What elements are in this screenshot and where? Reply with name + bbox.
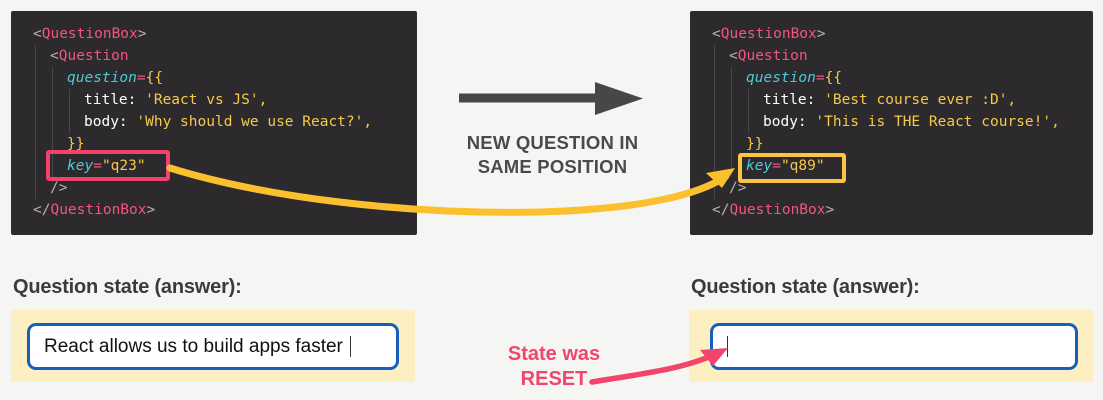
code-line: <Question xyxy=(11,45,417,67)
code-token: {{ xyxy=(824,70,843,86)
code-token: 'This is THE React course!', xyxy=(815,114,1060,130)
code-token: = xyxy=(136,70,146,86)
code-line: question={{ xyxy=(11,67,417,89)
code-token: < xyxy=(50,48,59,64)
code-token: key xyxy=(746,158,773,174)
code-token: > xyxy=(816,26,826,42)
code-line: </QuestionBox> xyxy=(690,199,1093,221)
code-token: key xyxy=(67,158,94,174)
code-line: /> xyxy=(11,177,417,199)
indent-guide xyxy=(35,45,36,199)
code-token: = xyxy=(93,158,102,174)
code-token: }} xyxy=(67,136,85,152)
right-arrow-icon xyxy=(459,82,643,115)
code-token: QuestionBox xyxy=(50,202,147,218)
code-line: body: 'Why should we use React?', xyxy=(11,111,417,133)
code-token: body: xyxy=(763,114,816,130)
code-token: title: xyxy=(84,92,146,108)
indent-guide xyxy=(69,89,70,133)
code-token: 'React vs JS', xyxy=(145,92,268,108)
reset-label-line1: State was xyxy=(507,343,601,365)
code-line: <Question xyxy=(690,45,1093,67)
transition-caption-line2: SAME POSITION xyxy=(477,156,628,177)
code-token: > xyxy=(825,202,835,218)
code-token: 'Why should we use React?', xyxy=(136,114,373,130)
code-token: < xyxy=(729,48,738,64)
code-token: </ xyxy=(33,202,51,218)
code-token: = xyxy=(772,158,781,174)
code-token: {{ xyxy=(145,70,164,86)
code-line: key="q23" xyxy=(11,155,417,177)
text-caret-after xyxy=(727,336,728,357)
answer-input-before[interactable]: React allows us to build apps faster xyxy=(27,323,399,370)
transition-caption-line1: NEW QUESTION IN xyxy=(466,132,639,153)
code-token: QuestionBox xyxy=(720,26,817,42)
code-token: QuestionBox xyxy=(729,202,826,218)
answer-text-before: React allows us to build apps faster xyxy=(44,335,343,357)
code-token: > xyxy=(146,202,156,218)
code-line: }} xyxy=(690,133,1093,155)
code-token: body: xyxy=(84,114,137,130)
code-line: body: 'This is THE React course!', xyxy=(690,111,1093,133)
key-highlight-after xyxy=(738,153,846,183)
code-token: </ xyxy=(712,202,730,218)
key-highlight-before xyxy=(46,150,170,181)
code-token: Question xyxy=(58,48,129,64)
code-token: question xyxy=(746,70,816,86)
indent-guide xyxy=(731,67,732,177)
code-line: <QuestionBox> xyxy=(11,23,417,45)
state-heading-after: Question state (answer): xyxy=(691,276,920,298)
indent-guide xyxy=(714,45,715,199)
code-line: </QuestionBox> xyxy=(11,199,417,221)
code-token: "q23" xyxy=(101,158,146,174)
code-token: = xyxy=(815,70,825,86)
code-token: < xyxy=(33,26,42,42)
code-token: }} xyxy=(746,136,764,152)
text-caret-before xyxy=(349,336,351,357)
code-token: question xyxy=(67,70,137,86)
code-line: question={{ xyxy=(690,67,1093,89)
code-token: Question xyxy=(737,48,808,64)
reset-label-line2: RESET xyxy=(520,368,588,390)
code-token: QuestionBox xyxy=(41,26,138,42)
transition-caption: NEW QUESTION IN SAME POSITION xyxy=(440,131,665,179)
code-token: "q89" xyxy=(780,158,825,174)
indent-guide xyxy=(748,89,749,133)
code-token: > xyxy=(137,26,147,42)
state-heading-before: Question state (answer): xyxy=(13,276,242,298)
indent-guide xyxy=(52,67,53,177)
code-line: }} xyxy=(11,133,417,155)
code-token: 'Best course ever :D', xyxy=(824,92,1017,108)
code-token: title: xyxy=(763,92,825,108)
code-token: < xyxy=(712,26,721,42)
code-line: title: 'React vs JS', xyxy=(11,89,417,111)
code-token: /> xyxy=(50,180,68,196)
code-line: title: 'Best course ever :D', xyxy=(690,89,1093,111)
code-line: <QuestionBox> xyxy=(690,23,1093,45)
reset-annotation-label: State was RESET xyxy=(484,342,624,392)
code-line: key="q89" xyxy=(690,155,1093,177)
answer-input-after[interactable] xyxy=(710,323,1078,370)
